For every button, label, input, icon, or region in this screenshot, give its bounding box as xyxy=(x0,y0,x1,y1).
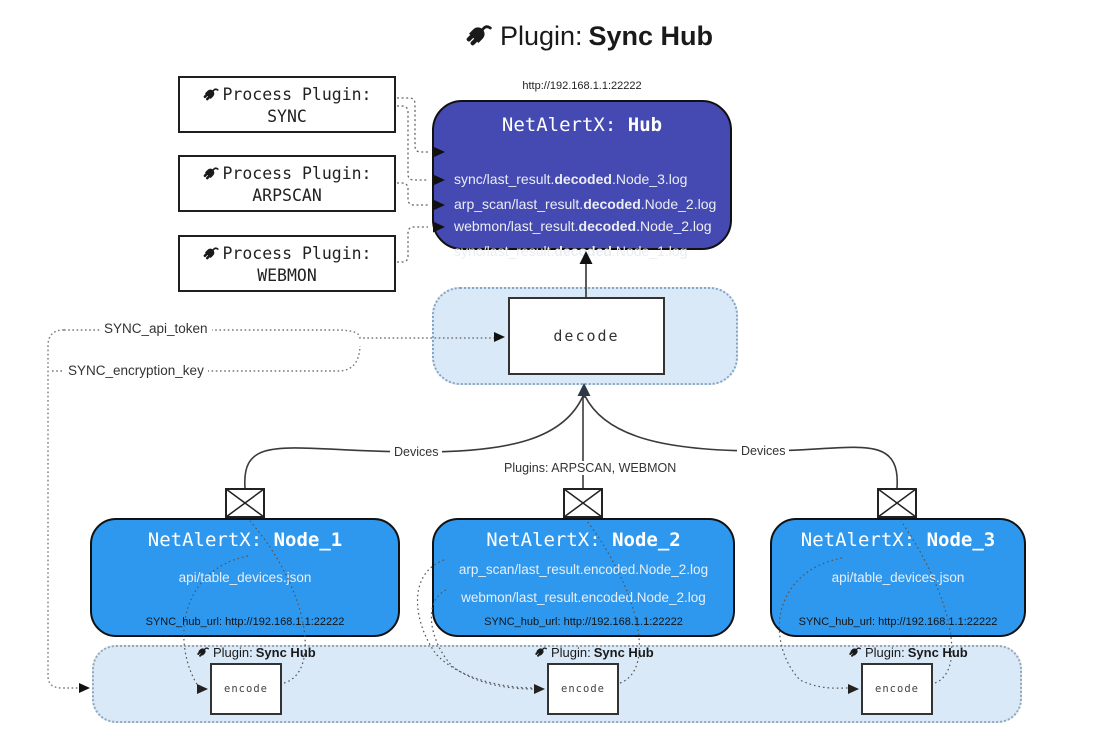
plug-icon xyxy=(464,18,494,55)
file-post: .Node_2.log xyxy=(640,196,717,212)
plug-icon xyxy=(202,84,220,106)
encoder-name: Sync Hub xyxy=(907,644,968,660)
plug-icon xyxy=(202,163,220,185)
node-hub-url: SYNC_hub_url: http://192.168.1.1:22222 xyxy=(798,616,998,628)
title-label: Plugin: xyxy=(499,21,583,51)
file-mid: decoded xyxy=(578,218,637,234)
encoder-name: Sync Hub xyxy=(255,644,316,660)
file-post: .Node_1.log xyxy=(611,243,688,259)
hub-url: http://192.168.1.1:22222 xyxy=(522,80,642,92)
node-title: NetAlertX: Node_3 xyxy=(772,529,1024,551)
file-pre: webmon/last_result. xyxy=(454,218,579,234)
process-plugin-arpscan: Process Plugin: ARPSCAN xyxy=(178,155,396,212)
process-plugin-label: Process Plugin: xyxy=(222,164,372,183)
hub-file-row: webmon/last_result.decoded.Node_2.log xyxy=(454,218,726,234)
file-mid: decoded xyxy=(554,243,612,259)
devices-label-right: Devices xyxy=(737,444,790,458)
node-title-name: Node_3 xyxy=(926,529,996,551)
encode-box: encode xyxy=(861,663,933,715)
plug-icon xyxy=(196,644,210,661)
file-pre: arp_scan/last_result. xyxy=(454,196,584,212)
encode-box: encode xyxy=(210,663,282,715)
sync-encryption-key-label: SYNC_encryption_key xyxy=(64,363,208,378)
encode-box: encode xyxy=(547,663,619,715)
hub-title-label: NetAlertX: xyxy=(501,114,617,136)
node-2-box: NetAlertX: Node_2 arp_scan/last_result.e… xyxy=(432,518,735,637)
node-hub-url: SYNC_hub_url: http://192.168.1.1:22222 xyxy=(484,616,683,628)
hub-file-row: sync/last_result.decoded.Node_3.log xyxy=(454,171,726,187)
node-file: api/table_devices.json xyxy=(178,570,312,585)
encoder-label: Plugin: xyxy=(213,644,253,660)
plugins-label-center: Plugins: ARPSCAN, WEBMON xyxy=(500,461,681,475)
node-3-box: NetAlertX: Node_3 api/table_devices.json… xyxy=(770,518,1026,637)
node-file: api/table_devices.json xyxy=(831,570,965,585)
hub-file-row: sync/last_result.decoded.Node_1.log xyxy=(454,243,726,259)
process-plugin-label: Process Plugin: xyxy=(222,244,372,263)
node-title: NetAlertX: Node_1 xyxy=(92,529,398,551)
hub-title: NetAlertX: Hub xyxy=(434,114,730,136)
page-title: Plugin: Sync Hub xyxy=(0,18,1117,55)
devices-label-left: Devices xyxy=(390,445,443,459)
file-mid: decoded xyxy=(583,196,641,212)
file-mid: decoded xyxy=(554,171,612,187)
encoder-plugin-label: Plugin: Sync Hub xyxy=(196,643,316,661)
sync-api-token-label: SYNC_api_token xyxy=(100,321,212,336)
title-name: Sync Hub xyxy=(588,21,714,51)
encoder-plugin-label: Plugin: Sync Hub xyxy=(534,643,654,661)
process-plugin-webmon: Process Plugin: WEBMON xyxy=(178,235,396,292)
node-title-label: NetAlertX: xyxy=(800,529,916,551)
decode-box: decode xyxy=(508,297,665,375)
file-post: .Node_3.log xyxy=(611,171,688,187)
node-hub-url: SYNC_hub_url: http://192.168.1.1:22222 xyxy=(145,616,345,628)
node-file: webmon/last_result.encoded.Node_2.log xyxy=(461,590,706,605)
hub-box: NetAlertX: Hub sync/last_result.decoded.… xyxy=(432,100,732,259)
process-plugin-label: Process Plugin: xyxy=(222,85,372,104)
file-pre: sync/last_result. xyxy=(454,171,555,187)
hub-file-row: arp_scan/last_result.decoded.Node_2.log xyxy=(454,196,726,212)
node-1-box: NetAlertX: Node_1 api/table_devices.json… xyxy=(90,518,400,637)
process-plugin-sync: Process Plugin: SYNC xyxy=(178,76,396,133)
file-pre: sync/last_result. xyxy=(454,243,555,259)
plug-icon xyxy=(848,644,862,661)
encoder-plugin-label: Plugin: Sync Hub xyxy=(848,643,968,661)
envelope-icon xyxy=(563,488,603,518)
hub-title-name: Hub xyxy=(627,114,663,136)
node-title-label: NetAlertX: xyxy=(147,529,263,551)
node-title-label: NetAlertX: xyxy=(486,529,601,551)
file-post: .Node_2.log xyxy=(636,218,712,234)
process-plugin-name: WEBMON xyxy=(257,265,317,285)
node-title: NetAlertX: Node_2 xyxy=(434,529,733,551)
envelope-icon xyxy=(225,488,265,518)
plug-icon xyxy=(534,644,548,661)
envelope-icon xyxy=(877,488,917,518)
node-title-name: Node_2 xyxy=(612,529,681,551)
node-file: arp_scan/last_result.encoded.Node_2.log xyxy=(458,562,709,577)
encoder-name: Sync Hub xyxy=(593,644,654,660)
process-plugin-name: ARPSCAN xyxy=(252,185,322,205)
encoder-label: Plugin: xyxy=(865,644,905,660)
encoder-label: Plugin: xyxy=(551,644,591,660)
plug-icon xyxy=(202,243,220,265)
process-plugin-name: SYNC xyxy=(267,106,307,126)
node-title-name: Node_1 xyxy=(273,529,343,551)
